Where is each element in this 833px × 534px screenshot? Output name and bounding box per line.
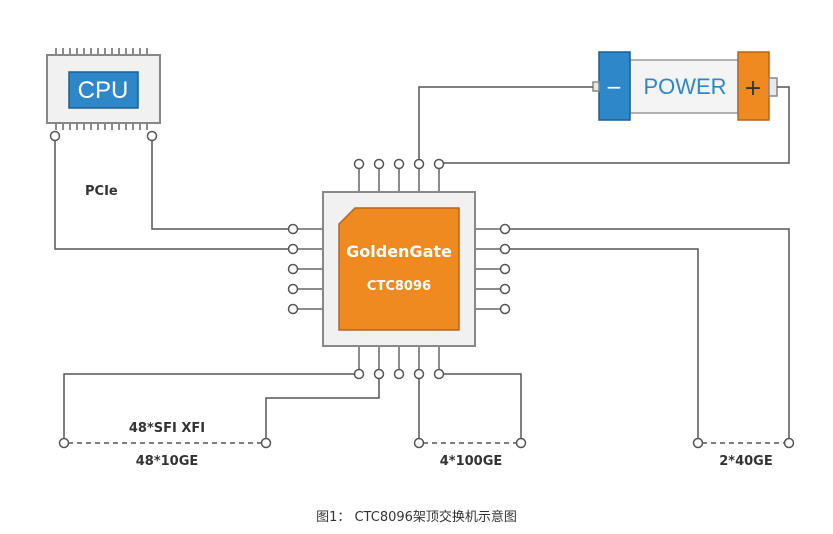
ge40-wire-1 xyxy=(506,228,790,440)
chip-pin-right xyxy=(499,223,511,235)
pcie-label: PCIe xyxy=(85,184,118,199)
battery-terminal xyxy=(768,77,778,97)
chip-name: GoldenGate xyxy=(346,242,452,261)
battery-plus-sign: + xyxy=(744,76,762,101)
wires xyxy=(54,86,790,440)
chip-pin-left xyxy=(287,243,299,255)
chip-pin-top xyxy=(353,158,365,170)
chip-pin-bottom xyxy=(433,368,445,380)
switch-chip: GoldenGate CTC8096 xyxy=(298,168,500,370)
terminal-pin xyxy=(515,437,527,449)
chip-pin-bottom xyxy=(393,368,405,380)
battery-minus-sign: − xyxy=(606,75,623,99)
chip-pin-top xyxy=(413,158,425,170)
ge40-label: 2*40GE xyxy=(719,454,773,469)
chip-pin-right xyxy=(499,283,511,295)
cpu-die xyxy=(68,71,139,109)
ge100-wire-2 xyxy=(439,373,522,440)
battery-body xyxy=(629,59,739,114)
terminal-pin xyxy=(692,437,704,449)
chip-pin-top xyxy=(393,158,405,170)
battery-positive-cap xyxy=(737,51,770,121)
terminal-pin xyxy=(58,437,70,449)
chip-pin-top xyxy=(433,158,445,170)
pcie-wire-2 xyxy=(151,140,292,230)
terminal-pin xyxy=(146,130,158,142)
cpu-label: CPU xyxy=(78,77,129,104)
power-wire-positive xyxy=(439,86,790,164)
terminal-pin xyxy=(783,437,795,449)
power-wire-negative xyxy=(418,86,593,160)
pin-circles xyxy=(49,130,795,449)
ge10-wire-1 xyxy=(63,373,359,440)
ge10-label: 48*10GE xyxy=(136,454,199,469)
chip-pin-right xyxy=(499,303,511,315)
chip-pin-bottom xyxy=(413,368,425,380)
terminal-pin xyxy=(49,130,61,142)
chip-pin-left xyxy=(287,263,299,275)
chip-pin-right xyxy=(499,243,511,255)
chip-pin-right xyxy=(499,263,511,275)
cpu-module: CPU xyxy=(46,48,161,130)
power-label: POWER xyxy=(643,74,726,99)
chip-pin-top xyxy=(373,158,385,170)
battery-terminal-left xyxy=(592,81,600,92)
chip-pin-left xyxy=(287,283,299,295)
figure-caption: 图1： CTC8096架顶交换机示意图 xyxy=(316,510,517,525)
chip-pin-bottom xyxy=(373,368,385,380)
chip-pin-left xyxy=(287,303,299,315)
battery-negative-cap xyxy=(598,51,631,121)
ge10-wire-2 xyxy=(265,378,380,440)
chip-pin-left xyxy=(287,223,299,235)
chip-die xyxy=(338,207,460,331)
chip-pin-bottom xyxy=(353,368,365,380)
chip-model: CTC8096 xyxy=(367,279,431,294)
sfi-xfi-label: 48*SFI XFI xyxy=(129,421,205,436)
power-battery: − POWER + xyxy=(592,51,778,121)
terminal-pin xyxy=(260,437,272,449)
link-labels: PCIe 48*SFI XFI 48*10GE 4*100GE 2*40GE xyxy=(85,184,773,469)
terminal-pin xyxy=(413,437,425,449)
pcie-wire-1 xyxy=(54,140,292,250)
ge40-wire-2 xyxy=(506,248,699,440)
ge100-label: 4*100GE xyxy=(440,454,503,469)
